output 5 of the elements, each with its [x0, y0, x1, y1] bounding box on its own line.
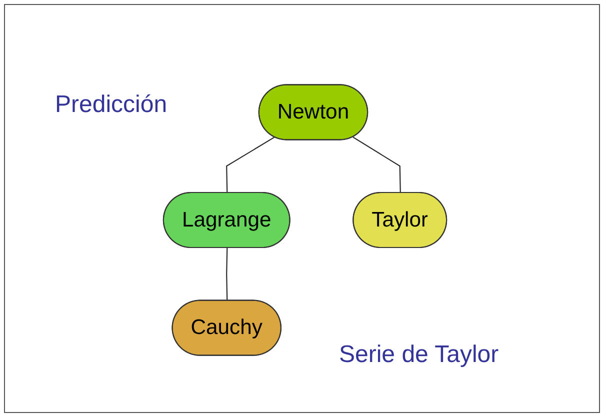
text-label: Serie de Taylor [339, 341, 499, 369]
connector [352, 136, 401, 194]
connector [226, 248, 228, 301]
text-label: Predicción [55, 91, 168, 119]
connector [226, 136, 275, 194]
